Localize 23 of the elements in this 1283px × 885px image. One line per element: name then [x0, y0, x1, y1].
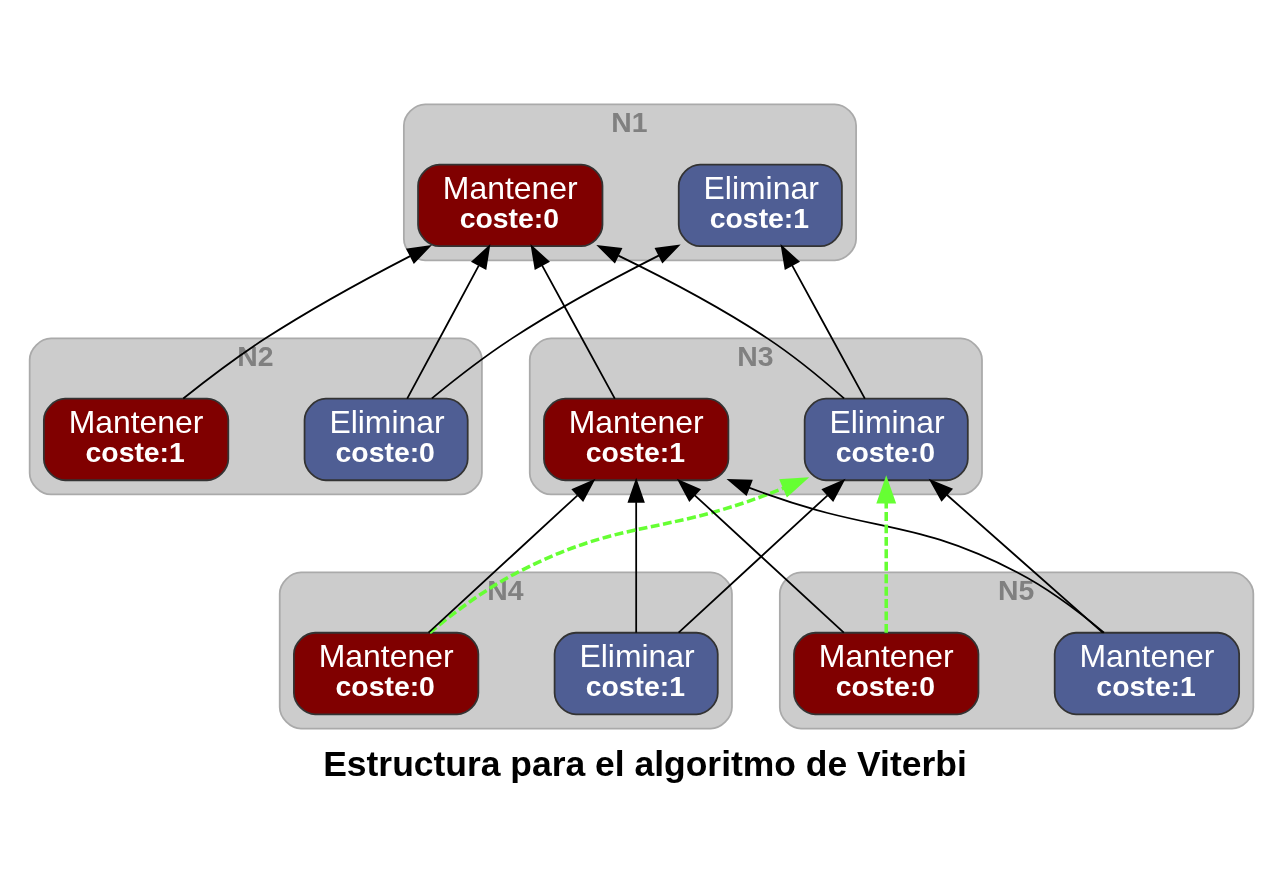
arrow [427, 478, 596, 634]
arrow [876, 474, 897, 633]
arrow [428, 476, 810, 634]
node-box: Mantener coste:0 [293, 631, 480, 715]
arrow [406, 243, 491, 399]
node-box: Eliminar coste:1 [677, 163, 843, 247]
arrow [627, 477, 645, 634]
node-box: Eliminar coste:0 [303, 397, 469, 481]
node-box: Mantener coste:0 [417, 163, 604, 247]
arrow [780, 243, 866, 399]
arrow [530, 243, 616, 399]
node-box: Mantener coste:0 [793, 631, 980, 715]
node-box: Mantener coste:1 [42, 397, 230, 481]
node-box: Eliminar coste:0 [803, 397, 969, 481]
node-box: Mantener coste:1 [543, 397, 730, 481]
arrow [928, 478, 1104, 634]
node-box: Eliminar coste:1 [553, 631, 719, 715]
arrow [596, 244, 845, 399]
caption: Estructura para el algoritmo de Viterbi [323, 743, 967, 784]
arrow [726, 478, 1105, 634]
arrow [182, 244, 432, 399]
node-box: Mantener coste:1 [1053, 631, 1241, 715]
arrow [431, 244, 681, 399]
